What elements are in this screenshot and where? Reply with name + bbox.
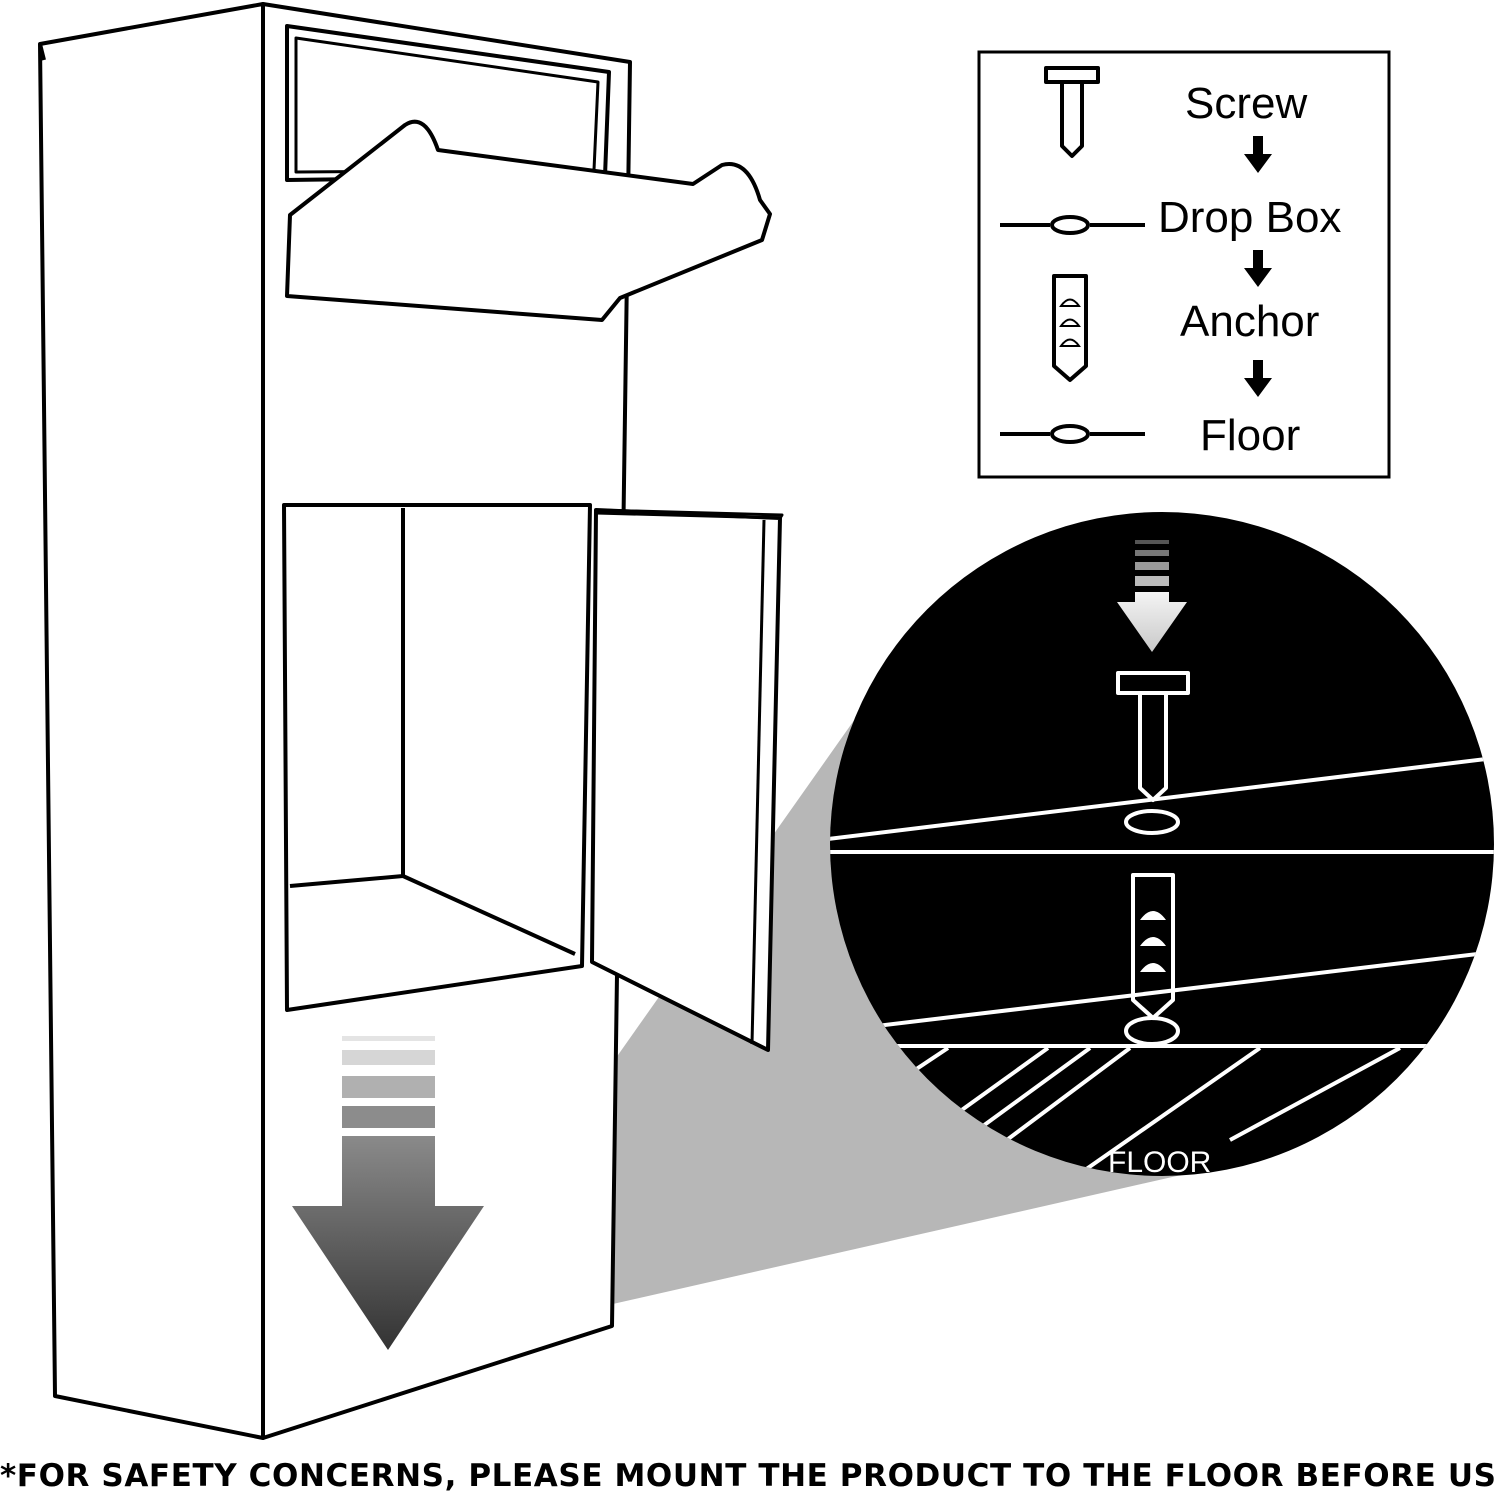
parcel-door-thickness bbox=[750, 519, 766, 1045]
screw-icon bbox=[1044, 66, 1100, 158]
detail-anchor bbox=[1131, 873, 1175, 1020]
drop-box-icon bbox=[1000, 215, 1145, 235]
parcel-compartment-opening bbox=[282, 503, 592, 1012]
legend-label-screw: Screw bbox=[1185, 79, 1307, 128]
legend-label-anchor: Anchor bbox=[1180, 297, 1319, 346]
arrow-down-icon bbox=[1244, 250, 1272, 287]
cabinet-top-edge bbox=[38, 43, 46, 61]
parcel-door bbox=[590, 508, 782, 1052]
compartment-floor-edge bbox=[402, 874, 576, 956]
cabinet-side-panel bbox=[38, 2, 265, 1440]
mail-chute-flap bbox=[285, 119, 772, 322]
arrow-down-icon bbox=[1244, 136, 1272, 173]
mount-down-arrow bbox=[292, 1036, 484, 1350]
detail-floor-hole bbox=[1124, 1016, 1180, 1046]
floor-label: FLOOR bbox=[1108, 1146, 1211, 1179]
anchor-icon bbox=[1052, 274, 1088, 382]
floor-icon bbox=[1000, 424, 1145, 444]
drop-box-cabinet bbox=[38, 2, 784, 1440]
safety-note: *FOR SAFETY CONCERNS, PLEASE MOUNT THE P… bbox=[0, 1458, 1494, 1494]
detail-drop-box-hole bbox=[1124, 809, 1180, 835]
detail-screw bbox=[1116, 671, 1190, 802]
legend-label-floor: Floor bbox=[1200, 411, 1300, 460]
floor-mount-detail: FLOOR bbox=[830, 512, 1494, 1179]
parcel-door-edge bbox=[594, 508, 784, 520]
detail-down-arrow bbox=[1117, 540, 1187, 652]
arrow-down-icon bbox=[1244, 360, 1272, 397]
legend-box: Screw Drop Box Anchor Floor bbox=[977, 50, 1391, 479]
legend-label-drop-box: Drop Box bbox=[1158, 193, 1341, 242]
